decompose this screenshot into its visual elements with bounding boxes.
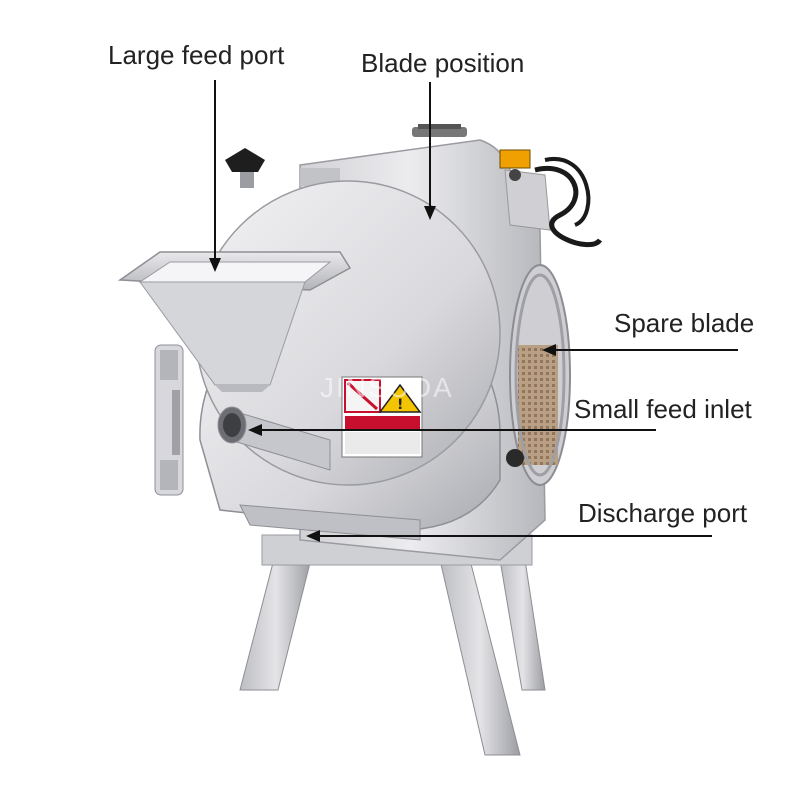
label-large-feed-port: Large feed port	[108, 40, 285, 70]
arrowhead-large-feed-port	[209, 258, 221, 272]
arrowhead-blade-position	[424, 206, 436, 220]
brand-watermark: JINSUDA	[320, 372, 454, 403]
door-hinge	[154, 344, 184, 496]
leader-lines	[214, 80, 738, 537]
arrowhead-small-feed-inlet	[248, 424, 262, 436]
label-discharge-port: Discharge port	[578, 498, 748, 528]
warning-sticker: !	[341, 376, 423, 458]
large-feed-hopper	[117, 251, 352, 392]
label-spare-blade: Spare blade	[614, 308, 755, 338]
label-blade-position: Blade position	[361, 48, 525, 78]
arrowhead-discharge-port	[306, 530, 320, 542]
arrowheads	[209, 206, 556, 542]
discharge-chute	[239, 504, 421, 541]
machine-legs	[239, 534, 546, 756]
arrowhead-spare-blade	[542, 344, 556, 356]
label-small-feed-inlet: Small feed inlet	[574, 394, 752, 424]
svg-text:!: !	[397, 397, 403, 413]
